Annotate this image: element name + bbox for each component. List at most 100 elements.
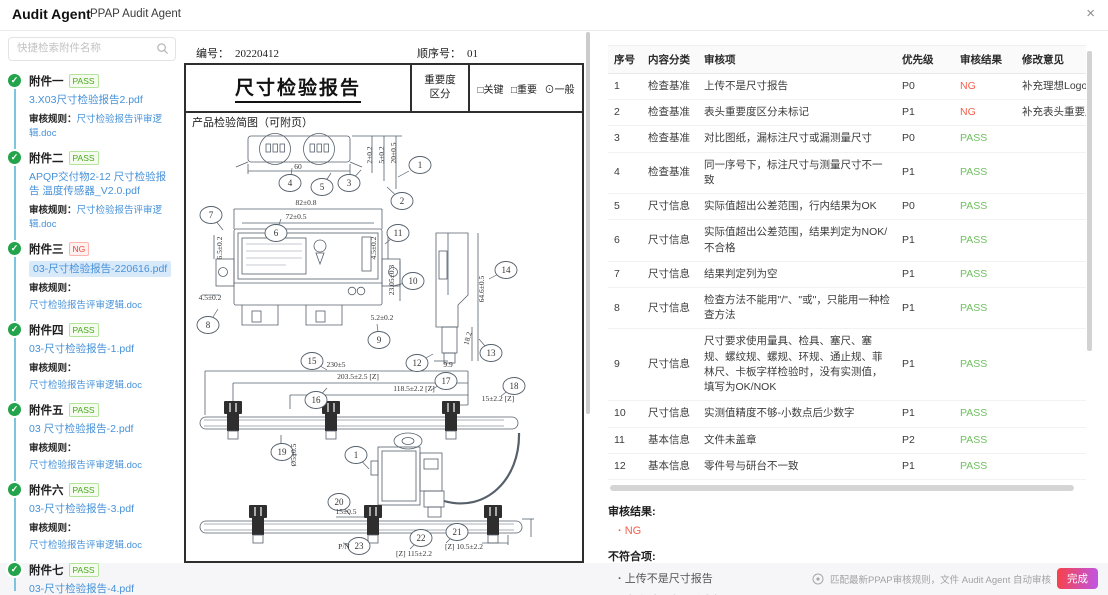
rule-doc-link[interactable]: 尺寸检验报告评审逻辑.doc [29, 460, 142, 472]
status-badge: PASS [68, 323, 99, 338]
attachment-file-link[interactable]: 03 尺寸检验报告-2.pdf [29, 423, 134, 436]
rule-doc-link[interactable]: 尺寸检验报告评审逻辑.doc [29, 114, 163, 139]
cell-no: 1 [608, 73, 642, 101]
cell-result: PASS [954, 453, 1016, 480]
column-header: 序号 [608, 45, 642, 74]
column-header: 优先级 [896, 45, 954, 74]
balloon-callout [199, 206, 223, 224]
cell-comment [1016, 261, 1086, 288]
check-circle-icon: ✓ [8, 563, 21, 577]
cell-item: 上传不是尺寸报告 [698, 73, 896, 101]
cell-result: NG [954, 99, 1016, 127]
dimension-label: 5.2±0.2 [371, 313, 394, 322]
audit-panel: 序号内容分类审核项优先级审核结果修改意见 1 检查基准 上传不是尺寸报告 P0 … [608, 45, 1094, 595]
rule-doc-link[interactable]: 尺寸检验报告评审逻辑.doc [29, 540, 142, 552]
cell-item: 结果判定列为空 [698, 261, 896, 288]
rule-label: 审核规则： [29, 205, 77, 217]
balloon-number: 3 [347, 178, 352, 188]
cell-priority: P0 [896, 125, 954, 153]
cell-priority: P1 [896, 152, 954, 195]
attachment-list: ✓ 附件一 PASS 3.X03尺寸检验报告2.pdf 审核规则：尺寸检验报告评… [8, 73, 176, 595]
cell-comment: 补充表头重要度区分 [1016, 99, 1086, 127]
diagram-caption: 产品检验简图（可附页） [192, 117, 313, 129]
dimension-label: 15±0.5 [336, 507, 357, 516]
balloon-number: 19 [278, 447, 288, 457]
rule-doc-link[interactable]: 尺寸检验报告评审逻辑.doc [29, 380, 142, 392]
dimension-label: [Z] 10.5±2.2 [445, 542, 483, 551]
attachment-item: ✓ 附件一 PASS 3.X03尺寸检验报告2.pdf 审核规则：尺寸检验报告评… [8, 73, 176, 139]
cell-category: 检查基准 [642, 99, 698, 127]
attachment-search [8, 37, 176, 61]
attachment-file-link[interactable]: 03-尺寸检验报告-1.pdf [29, 343, 135, 356]
attachment-file-link[interactable]: 03-尺寸检验报告-4.pdf [29, 583, 135, 595]
dimension-label: Ø5±0.5 [289, 443, 298, 466]
cell-category: 检查基准 [642, 152, 698, 195]
dimension-label: 9.9 [443, 360, 453, 369]
attachment-file-link[interactable]: 03-尺寸检验报告-3.pdf [29, 503, 135, 516]
cell-comment [1016, 400, 1086, 428]
attachment-title: 附件二 [29, 153, 64, 165]
attachment-file-link[interactable]: 3.X03尺寸检验报告2.pdf [29, 94, 143, 106]
status-badge: PASS [68, 151, 99, 165]
attachment-file-link[interactable]: APQP交付物2-12 尺寸检验报告 温度传感器_V2.0.pdf [29, 171, 167, 198]
status-badge: PASS [68, 563, 99, 578]
rule-doc-link[interactable]: 尺寸检验报告评审逻辑.doc [29, 205, 163, 231]
balloon-number: 20 [335, 497, 345, 507]
dimension-label: 72±0.5 [286, 212, 307, 221]
attachment-sidebar: ✓ 附件一 PASS 3.X03尺寸检验报告2.pdf 审核规则：尺寸检验报告评… [8, 37, 176, 595]
cell-no: 5 [608, 193, 642, 221]
table-vertical-scrollbar[interactable] [1087, 51, 1092, 351]
app-header: Audit Agent PPAP Audit Agent × [0, 0, 1108, 31]
balloon-callout [344, 446, 368, 464]
balloon-number: 23 [355, 541, 365, 551]
importance-option: ⊙一般 [544, 84, 575, 96]
column-header: 修改意见 [1016, 45, 1086, 74]
attachment-title: 附件三 [29, 244, 64, 257]
balloon-callout [196, 316, 220, 334]
finish-button[interactable]: 完成 [1057, 568, 1098, 589]
table-horizontal-scrollbar[interactable] [610, 484, 1074, 491]
close-icon[interactable]: × [1086, 5, 1095, 22]
importance-label: 重要度区分 [410, 65, 470, 111]
cell-priority: P1 [896, 400, 954, 428]
balloon-callout [479, 344, 503, 362]
table-row: 4 检查基准 同一序号下，标注尺寸与测量尺寸不一致 P1 PASS [608, 152, 1086, 195]
balloon-number: 14 [502, 265, 512, 275]
status-badge: PASS [68, 74, 99, 88]
audit-table: 序号内容分类审核项优先级审核结果修改意见 1 检查基准 上传不是尺寸报告 P0 … [608, 45, 1086, 480]
check-circle-icon: ✓ [8, 323, 21, 337]
attachment-file-link[interactable]: 03-尺寸检验报告-220616.pdf [29, 261, 172, 278]
doc-no: 20220412 [235, 48, 279, 60]
result-item: NG [618, 525, 1094, 537]
balloon-number: 7 [209, 210, 214, 220]
footer: 匹配最新PPAP审核规则，文件 Audit Agent 自动审核 完成 [812, 568, 1098, 589]
cell-priority: P1 [896, 261, 954, 288]
cell-result: PASS [954, 219, 1016, 262]
rule-doc-link[interactable]: 尺寸检验报告评审逻辑.doc [29, 300, 142, 312]
noncompliance-item: 上传不是尺寸报告 [618, 570, 1094, 586]
balloon-callout [390, 192, 414, 210]
cell-comment [1016, 219, 1086, 262]
balloon-number: 11 [394, 228, 403, 238]
cell-no: 12 [608, 453, 642, 480]
attachment-title: 附件一 [29, 76, 64, 88]
balloon-callout [264, 224, 288, 242]
dimension-label: 20±0.5 [389, 142, 398, 163]
document-scrollbar[interactable] [586, 32, 590, 414]
balloon-callout [270, 443, 294, 461]
cell-priority: P1 [896, 453, 954, 480]
attachment-title: 附件五 [29, 405, 64, 418]
balloon-number: 17 [442, 376, 452, 386]
table-row: 9 尺寸信息 尺寸要求使用量具、检具、塞尺、塞规、螺纹规、螺规、环规、通止规、菲… [608, 328, 1086, 402]
cell-result: PASS [954, 287, 1016, 330]
cell-category: 基本信息 [642, 453, 698, 480]
check-circle-icon: ✓ [8, 483, 21, 497]
cell-result: PASS [954, 125, 1016, 153]
search-input[interactable] [9, 38, 175, 58]
cell-result: PASS [954, 328, 1016, 402]
document-viewer: 编号：20220412 顺序号：01 尺寸检验报告 重要度区分 □关键□重要⊙一… [184, 45, 584, 563]
footer-note: 匹配最新PPAP审核规则，文件 Audit Agent 自动审核 [829, 574, 1051, 586]
cell-item: 零件号与研台不一致 [698, 453, 896, 480]
cell-item: 检查方法不能用"/"、"或"，只能用一种检查方法 [698, 287, 896, 330]
